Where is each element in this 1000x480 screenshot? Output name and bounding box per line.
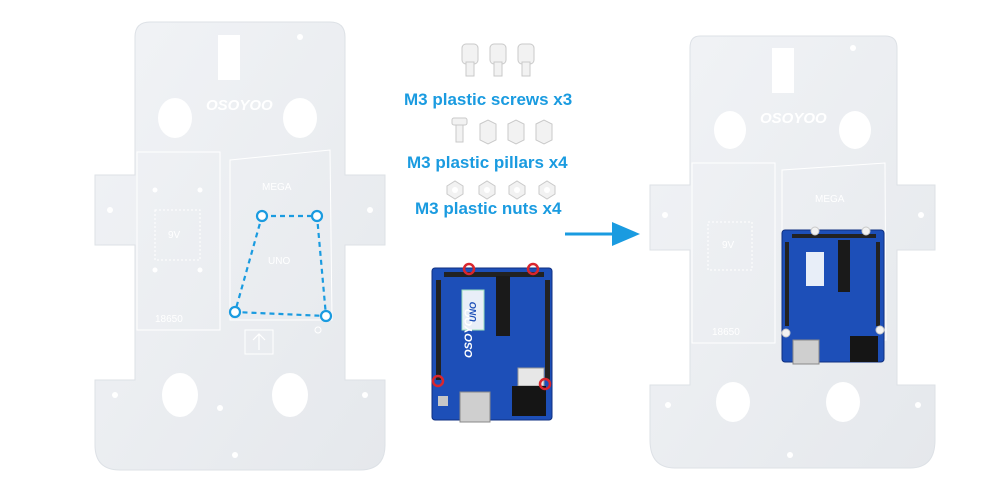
- mounted-arduino-board: [781, 226, 885, 365]
- uno-label: UNO: [268, 256, 290, 267]
- battery-9v-label: 9V: [168, 230, 181, 241]
- uno-badge: [461, 289, 485, 331]
- board-brand: OSOYOO: [463, 309, 475, 358]
- plate-logo-right: OSOYOO: [760, 110, 827, 127]
- left-chassis-plate: OSOYOO 9V 18650 MEGA UNO: [94, 21, 386, 471]
- right-chassis-plate: OSOYOO 9V 18650 MEGA: [649, 35, 936, 469]
- nuts-illustration: [446, 180, 556, 200]
- battery-18650-label: 18650: [155, 314, 183, 325]
- mount-hole-marker: [538, 377, 552, 391]
- usb-port: [459, 391, 491, 423]
- arrow-right-icon: [565, 222, 640, 246]
- battery-9v-label-right: 9V: [722, 240, 735, 251]
- microcontroller-chip: [496, 276, 510, 336]
- battery-18650-label-right: 18650: [712, 327, 740, 338]
- mega-label-right: MEGA: [815, 194, 845, 205]
- usb-icon: [244, 329, 274, 355]
- mount-point: [255, 209, 269, 223]
- screws-illustration: [461, 43, 535, 77]
- top-slot: [218, 35, 240, 80]
- screws-label: M3 plastic screws x3: [404, 90, 572, 109]
- pillars-illustration: [451, 117, 553, 145]
- board-model: UNO: [468, 302, 478, 322]
- arduino-board: OSOYOO UNO: [431, 262, 553, 423]
- plate-logo: OSOYOO: [206, 97, 273, 114]
- mount-point: [319, 309, 333, 323]
- mega-label: MEGA: [262, 182, 292, 193]
- power-jack: [512, 386, 546, 416]
- mount-hole-marker: [431, 374, 445, 388]
- mount-hole: [283, 98, 317, 138]
- mega-outline: [229, 149, 333, 321]
- mount-hole-marker: [526, 262, 540, 276]
- mount-hole: [272, 373, 308, 417]
- mount-hole: [162, 373, 198, 417]
- mount-point: [310, 209, 324, 223]
- pillars-label: M3 plastic pillars x4: [407, 153, 568, 172]
- nuts-label: M3 plastic nuts x4: [415, 199, 562, 218]
- mount-hole: [158, 98, 192, 138]
- battery-outline: [136, 151, 221, 331]
- mount-hole-marker: [462, 262, 476, 276]
- mount-point: [228, 305, 242, 319]
